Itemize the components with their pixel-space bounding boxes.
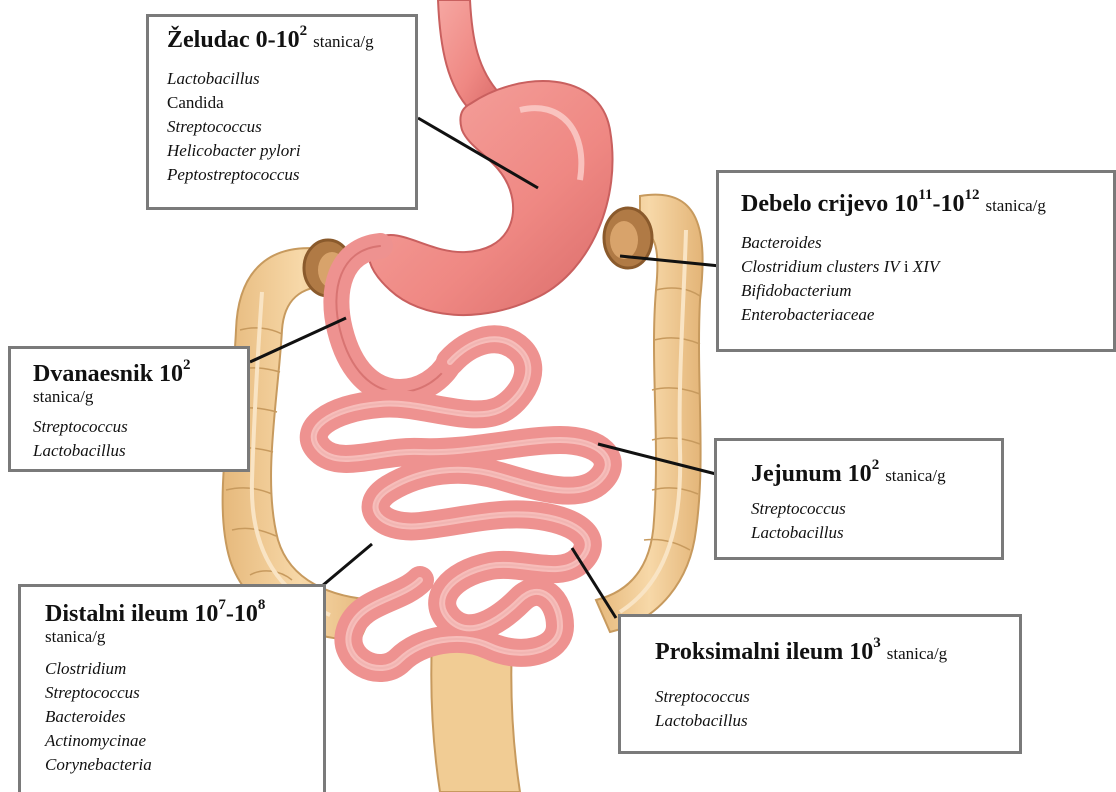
list-item: Streptococcus	[655, 685, 1019, 709]
list-item: Actinomycinae	[45, 729, 323, 753]
distal-ileum-unit: stanica/g	[45, 627, 323, 647]
duodenum-bacteria-list: Streptococcus Lactobacillus	[33, 415, 247, 463]
callout-proximal-ileum: Proksimalni ileum 103 stanica/g Streptoc…	[618, 614, 1022, 754]
list-item: Candida	[167, 91, 415, 115]
list-item: Streptococcus	[33, 415, 247, 439]
list-item: Bacteroides	[741, 231, 1113, 255]
list-item: Streptococcus	[751, 497, 1001, 521]
list-item: Lactobacillus	[655, 709, 1019, 733]
list-item: Bacteroides	[45, 705, 323, 729]
jejunum-title: Jejunum 102 stanica/g	[751, 461, 1001, 487]
list-item: Lactobacillus	[751, 521, 1001, 545]
callout-stomach: Želudac 0-102 stanica/g Lactobacillus Ca…	[146, 14, 418, 210]
proximal-ileum-title: Proksimalni ileum 103 stanica/g	[655, 639, 1019, 665]
list-item: Corynebacteria	[45, 753, 323, 777]
callout-duodenum: Dvanaesnik 102 stanica/g Streptococcus L…	[8, 346, 250, 472]
stomach-bacteria-list: Lactobacillus Candida Streptococcus Heli…	[167, 67, 415, 187]
duodenum-title: Dvanaesnik 102	[33, 361, 247, 387]
callout-colon: Debelo crijevo 1011-1012 stanica/g Bacte…	[716, 170, 1116, 352]
list-item: Enterobacteriaceae	[741, 303, 1113, 327]
list-item: Streptococcus	[45, 681, 323, 705]
leader-distal	[322, 544, 372, 586]
callout-jejunum: Jejunum 102 stanica/g Streptococcus Lact…	[714, 438, 1004, 560]
distal-ileum-bacteria-list: Clostridium Streptococcus Bacteroides Ac…	[45, 657, 323, 777]
stomach-title: Želudac 0-102 stanica/g	[167, 27, 415, 53]
callout-distal-ileum: Distalni ileum 107-108 stanica/g Clostri…	[18, 584, 326, 792]
colon-title: Debelo crijevo 1011-1012 stanica/g	[741, 191, 1113, 217]
list-item: Bifidobacterium	[741, 279, 1113, 303]
distal-ileum-title: Distalni ileum 107-108	[45, 601, 323, 627]
list-item: Streptococcus	[167, 115, 415, 139]
list-item: Clostridium	[45, 657, 323, 681]
list-item: Lactobacillus	[33, 439, 247, 463]
list-item: Lactobacillus	[167, 67, 415, 91]
list-item: Peptostreptococcus	[167, 163, 415, 187]
list-item: Clostridium clusters IV i XIV	[741, 255, 1113, 279]
list-item: Helicobacter pylori	[167, 139, 415, 163]
proximal-ileum-bacteria-list: Streptococcus Lactobacillus	[655, 685, 1019, 733]
duodenum-unit: stanica/g	[33, 387, 247, 407]
colon-bacteria-list: Bacteroides Clostridium clusters IV i XI…	[741, 231, 1113, 327]
jejunum-bacteria-list: Streptococcus Lactobacillus	[751, 497, 1001, 545]
